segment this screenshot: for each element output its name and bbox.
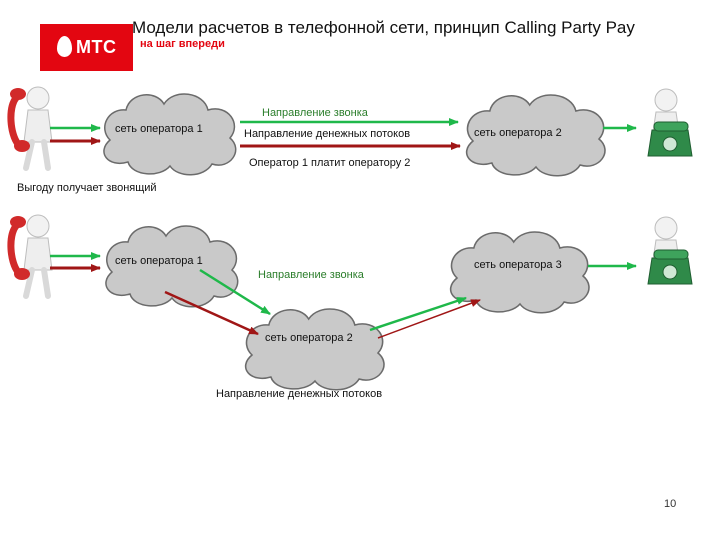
mts-logo: МТС: [40, 24, 133, 71]
logo-name: МТС: [76, 37, 117, 57]
call-arrow-2b: [199, 268, 271, 316]
payment-note: Оператор 1 платит оператору 2: [249, 157, 411, 169]
caller-figure-2: [10, 215, 52, 296]
cloud-label-operator-1: сеть оператора 1: [115, 123, 203, 135]
callee-figure-2: [647, 216, 693, 285]
cloud-operator-3: [449, 231, 590, 314]
call-direction-label-1: Направление звонка: [262, 107, 368, 119]
benefit-note: Выгоду получает звонящий: [17, 182, 157, 194]
cloud-label-operator-2: сеть оператора 2: [474, 127, 562, 139]
money-arrow-2b: [164, 290, 259, 336]
callee-figure-1: [647, 88, 693, 157]
page-number: 10: [664, 498, 677, 510]
money-arrow-2c: [377, 299, 481, 339]
logo-slogan: на шаг впереди: [140, 38, 225, 50]
cloud-label-operator-1-scheme2: сеть оператора 1: [115, 255, 203, 267]
cloud-label-operator-3: сеть оператора 3: [474, 259, 562, 271]
cloud-label-operator-2-scheme2: сеть оператора 2: [265, 332, 353, 344]
money-direction-label-1: Направление денежных потоков: [244, 128, 411, 140]
call-arrow-2c: [369, 296, 467, 332]
call-direction-label-2: Направление звонка: [258, 269, 364, 281]
money-direction-label-2: Направление денежных потоков: [216, 388, 383, 400]
cloud-operator-2-scheme2: [244, 308, 385, 391]
page-title: Модели расчетов в телефонной сети, принц…: [132, 18, 635, 37]
mts-egg-icon: [57, 36, 72, 57]
caller-figure-1: [10, 87, 52, 168]
